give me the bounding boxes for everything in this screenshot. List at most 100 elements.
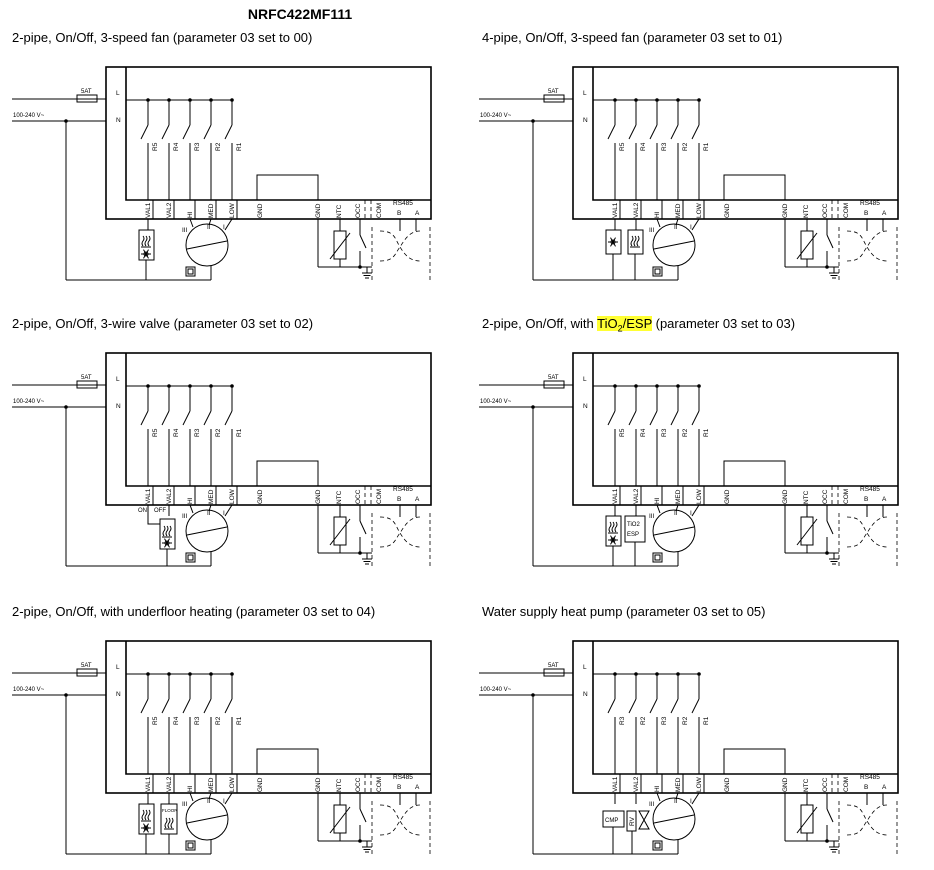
p2-heat-icon-wave: [165, 525, 169, 537]
p1-com-label: COM: [843, 203, 850, 218]
p4-rs485-wire-1: [379, 804, 421, 836]
p3-supply-label: 100-240 V~: [480, 399, 512, 405]
p5-label-line: L: [583, 664, 587, 671]
p1-rs485-wire-1: [846, 230, 888, 262]
p0-gnd-label-1: GND: [257, 203, 264, 218]
p5-fan-earth-inner: [654, 842, 661, 849]
highlight-tio2-esp: TiO2/ESP: [597, 316, 653, 334]
p2-fuse-symbol: [76, 380, 98, 389]
p1-gnd-label-2: GND: [782, 203, 789, 218]
p5-controller-inner: [592, 641, 898, 775]
p5-fan-lead-med: [675, 792, 679, 800]
p2-rs485-wire-1: [379, 516, 421, 548]
p3-fan-speed-3: III: [649, 513, 655, 520]
p4-terminal-label-0: VAL1: [145, 776, 152, 792]
p1-terminal-label-4: LOW: [696, 202, 703, 218]
p1-relay-contact-2: [649, 124, 658, 140]
p0-terminal-label-3: MED: [208, 203, 215, 218]
p2-bus-b-label: B: [397, 496, 401, 503]
p2-on-wire: [147, 516, 160, 525]
p4-fan-lead-med: [208, 792, 212, 800]
p3-label-line: L: [583, 376, 587, 383]
p2-label-neutral: N: [116, 403, 121, 410]
p1-snowflake-icon: [608, 237, 618, 247]
p0-supply-label: 100-240 V~: [13, 113, 45, 119]
p2-gnd-label-1: GND: [257, 489, 264, 504]
p1-fan-motor-arrow: [653, 240, 695, 250]
p3-rs485-wire-2: [846, 516, 888, 548]
p3-relay-label-3: R2: [682, 428, 689, 437]
p5-relay-contact-3: [670, 698, 679, 714]
p1-fan-speed-3: III: [649, 227, 655, 234]
panel-title-04: 2-pipe, On/Off, with underfloor heating …: [12, 604, 376, 619]
p2-rs485-label: RS485: [393, 486, 413, 493]
p3-heat-icon: [608, 521, 618, 534]
p4-rs485-label: RS485: [393, 774, 413, 781]
p3-controller-box: [572, 352, 899, 506]
p3-relay-label-2: R3: [661, 428, 668, 437]
p0-occ-contact: [359, 234, 367, 249]
p5-fuse-symbol: [543, 668, 565, 677]
p2-gnd-label-2: GND: [315, 489, 322, 504]
p4-floor-heat-icon-wave: [164, 817, 168, 829]
p5-valve-bowtie: [638, 810, 650, 830]
p1-relay-label-3: R2: [682, 142, 689, 151]
p0-fan-speed-2: II: [207, 224, 211, 231]
p2-snowflake-icon: [162, 538, 172, 548]
p0-gnd-label-2: GND: [315, 203, 322, 218]
p4-relay-label-3: R2: [215, 716, 222, 725]
p0-fan-earth-inner: [187, 268, 194, 275]
p4-floor-heat-icon: [164, 817, 174, 830]
p5-terminal-label-2: HI: [654, 785, 661, 792]
p4-relay-label-0: R5: [152, 716, 159, 725]
p3-rs485-wire-1: [846, 516, 888, 548]
p5-occ-label: OCC: [822, 777, 829, 792]
p2-snowflake-icon-center: [164, 540, 170, 546]
p5-fuse-label: 5AT: [548, 663, 559, 669]
p0-snowflake-icon-stroke: [143, 249, 149, 259]
p3-esp-label: ESP: [627, 532, 639, 538]
p2-terminal-label-3: MED: [208, 489, 215, 504]
p3-snowflake-icon-stroke: [610, 535, 616, 545]
p4-relay-contact-0: [140, 698, 149, 714]
p4-floor-heat-icon-wave: [170, 817, 174, 829]
p5-rs485-label: RS485: [860, 774, 880, 781]
p1-rs485-wire-2: [846, 230, 888, 262]
p0-relay-contact-3: [203, 124, 212, 140]
p3-fan-earth-box: [652, 552, 663, 563]
p0-bus-b-label: B: [397, 210, 401, 217]
p5-relay-label-4: R1: [703, 716, 710, 725]
p4-terminal-label-1: VAL2: [166, 776, 173, 792]
p0-com-label: COM: [376, 203, 383, 218]
p5-relay-label-3: R2: [682, 716, 689, 725]
p3-terminal-label-3: MED: [675, 489, 682, 504]
p3-relay-contact-1: [628, 410, 637, 426]
p4-label-neutral: N: [116, 691, 121, 698]
p5-relay-contact-0: [607, 698, 616, 714]
p5-bus-a-label: A: [882, 784, 887, 791]
p1-ntc-sensor: [800, 230, 814, 260]
p1-fan-lead-med: [675, 218, 679, 226]
p3-tio2-label: TiO2: [627, 522, 640, 528]
p3-fan-lead-med: [675, 504, 679, 512]
p3-fan-earth-inner: [654, 554, 661, 561]
p5-fan-motor-arrow: [653, 814, 695, 824]
p2-terminal-label-0: VAL1: [145, 488, 152, 504]
p1-snowflake-icon-center: [610, 239, 616, 245]
p5-fan-earth-box: [652, 840, 663, 851]
p3-fuse-symbol: [543, 380, 565, 389]
p3-occ-label: OCC: [822, 489, 829, 504]
p5-relay-contact-1: [628, 698, 637, 714]
p0-heat-icon-wave: [141, 235, 145, 247]
p3-gnd-label-1: GND: [724, 489, 731, 504]
p3-fan-motor: [652, 509, 696, 553]
p2-bus-a-label: A: [415, 496, 420, 503]
p5-rv-label: RV: [629, 816, 636, 826]
p4-fan-motor-arrow: [186, 814, 228, 824]
p5-terminal-label-0: VAL1: [612, 776, 619, 792]
p3-snowflake-icon-center: [610, 537, 616, 543]
p2-on-label: ON: [138, 508, 147, 514]
